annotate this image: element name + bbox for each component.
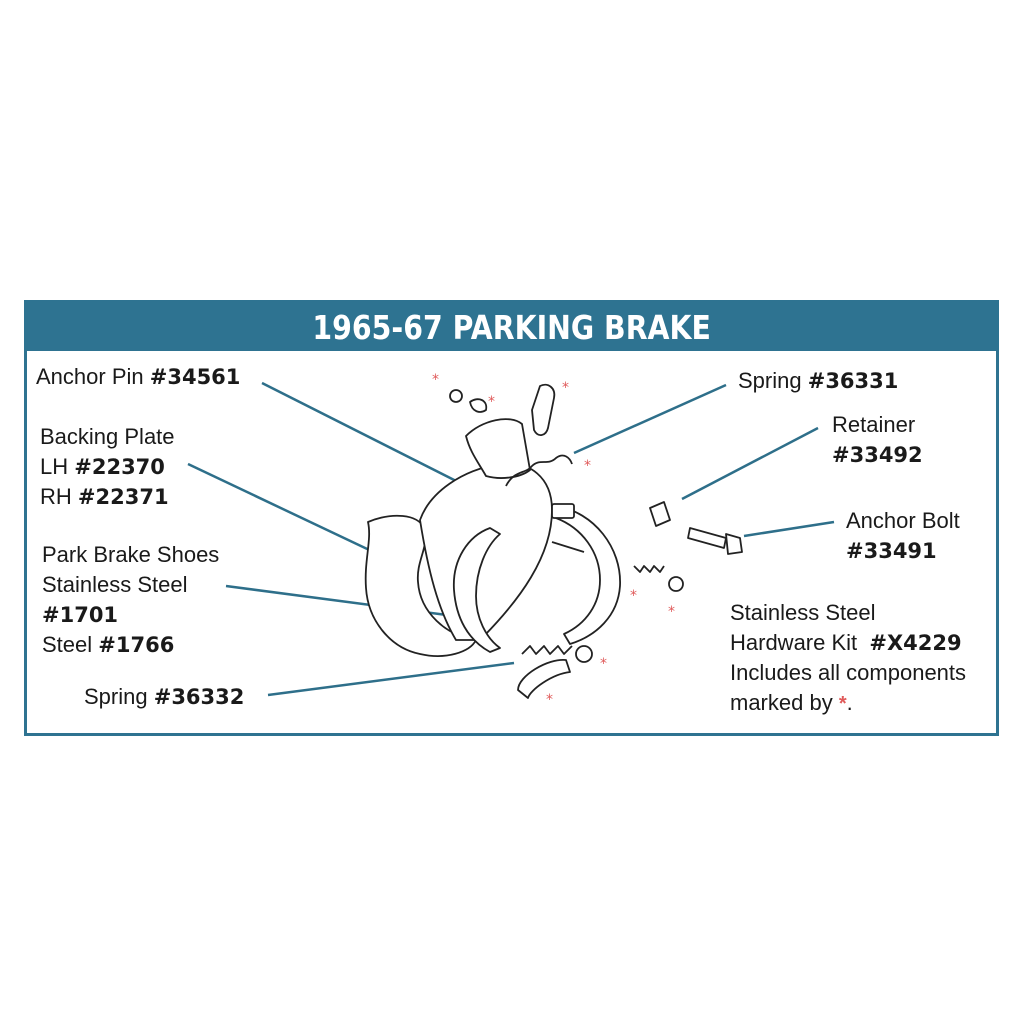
adjuster-nut — [668, 576, 684, 592]
brake-shoe-rear — [453, 527, 501, 653]
anchor-bolt-head — [725, 533, 743, 555]
hardware-kit-line3: Includes all components — [730, 660, 967, 685]
hardware-kit-line4-period: . — [846, 690, 853, 715]
title-bar: 1965-67 PARKING BRAKE — [27, 303, 996, 351]
label-spring-upper: Spring #36331 — [738, 366, 898, 396]
leader-spring-lower — [267, 661, 515, 697]
park-brake-shoes-name: Park Brake Shoes — [42, 542, 220, 567]
leader-retainer — [681, 426, 819, 501]
label-anchor-bolt: Anchor Bolt #33491 — [846, 506, 960, 566]
upper-spring-shape — [505, 454, 573, 487]
label-park-brake-shoes: Park Brake Shoes Stainless Steel #1701 S… — [42, 540, 219, 660]
backing-plate-lh: LH — [40, 454, 69, 479]
spring-upper-part-number: #36331 — [807, 369, 899, 393]
anchor-bolt-name: Anchor Bolt — [846, 508, 960, 533]
park-brake-shoes-stainless: Stainless Steel — [42, 572, 188, 597]
anchor-pin-part-number: #34561 — [149, 365, 241, 389]
kit-markers: * * * * * * * * — [432, 372, 675, 708]
kit-marker: * — [488, 394, 495, 410]
park-brake-shoes-steel-part-number: #1766 — [98, 633, 175, 657]
backing-plate-rh-part-number: #22371 — [77, 485, 169, 509]
park-brake-shoes-steel: Steel — [42, 632, 93, 657]
backing-plate-lh-part-number: #22370 — [74, 455, 165, 479]
anchor-bolt-part-number: #33491 — [846, 539, 937, 563]
park-brake-shoes-stainless-part-number: #1701 — [42, 603, 119, 627]
label-hardware-kit: Stainless Steel Hardware Kit #X4229 Incl… — [730, 598, 966, 719]
retainer-part-number: #33492 — [832, 443, 923, 467]
top-clip — [469, 398, 488, 413]
parts — [364, 383, 743, 699]
label-backing-plate: Backing Plate LH #22370 RH #22371 — [40, 422, 175, 512]
leader-spring-upper — [573, 383, 727, 455]
spring-upper-name: Spring — [738, 368, 802, 393]
adjuster-wheel — [575, 645, 593, 663]
kit-marker: * — [600, 656, 607, 672]
leader-anchor-pin — [261, 381, 471, 490]
leader-anchor-bolt — [743, 520, 835, 538]
kit-marker: * — [562, 380, 569, 396]
anchor-pin-name: Anchor Pin — [36, 364, 144, 389]
diagram-title: 1965-67 PARKING BRAKE — [312, 307, 711, 347]
shoe-clip — [551, 503, 575, 519]
label-anchor-pin: Anchor Pin #34561 — [36, 362, 240, 392]
kit-marker: * — [584, 458, 591, 474]
hardware-kit-line4: marked by — [730, 690, 833, 715]
kit-marker: * — [546, 692, 553, 708]
spring-lower-name: Spring — [84, 684, 148, 709]
retainer-name: Retainer — [832, 412, 916, 437]
top-lever — [531, 383, 556, 436]
adjuster-screw — [517, 659, 571, 699]
backing-plate-arm — [465, 418, 531, 479]
kit-marker: * — [668, 604, 675, 620]
leader-backing-plate — [187, 462, 385, 559]
backing-plate-name: Backing Plate — [40, 424, 175, 449]
label-spring-lower: Spring #36332 — [84, 682, 244, 712]
label-retainer: Retainer #33492 — [832, 410, 923, 470]
hardware-kit-part-number: #X4229 — [869, 631, 962, 655]
lower-spring-shape — [521, 645, 573, 655]
adjuster-rod — [551, 541, 585, 553]
hardware-kit-line1: Stainless Steel — [730, 600, 876, 625]
hardware-kit-line2: Hardware Kit — [730, 630, 858, 655]
anchor-bolt-shaft — [687, 527, 727, 549]
brake-shoe-front — [555, 505, 621, 645]
adjuster-spring — [633, 565, 665, 573]
top-washer — [449, 389, 463, 403]
kit-marker: * — [432, 372, 439, 388]
backing-plate-rh: RH — [40, 484, 72, 509]
kit-marker-icon: * — [838, 693, 847, 715]
kit-marker: * — [630, 588, 637, 604]
spring-lower-part-number: #36332 — [153, 685, 245, 709]
retainer-shape — [649, 501, 671, 527]
